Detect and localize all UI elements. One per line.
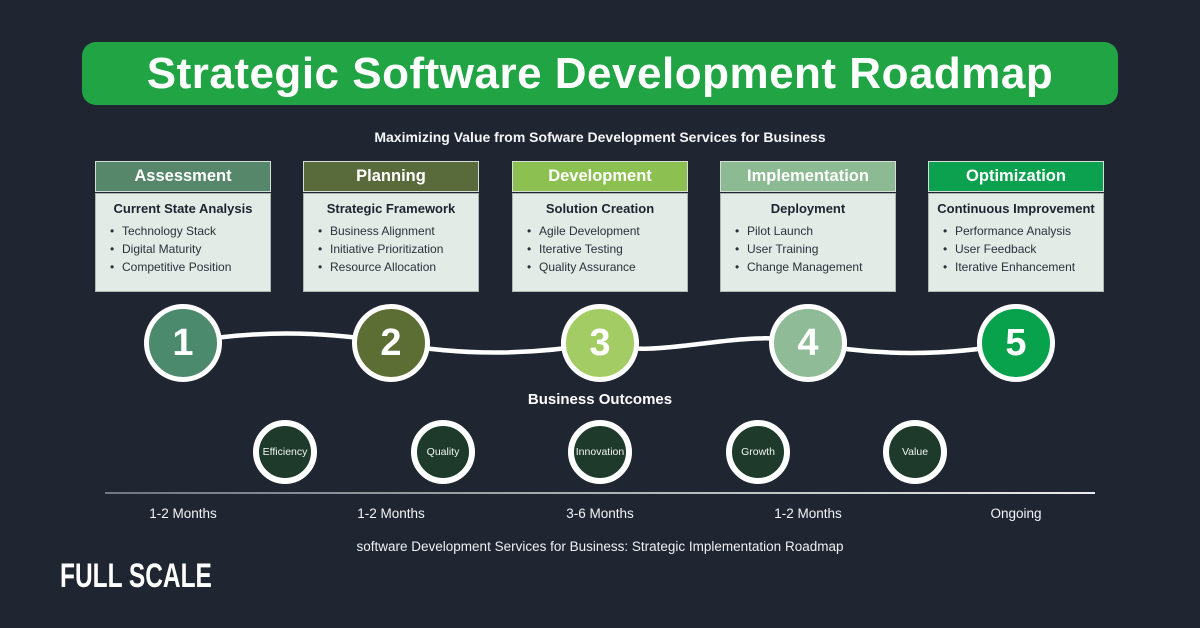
full-scale-logo: FULL SCALE — [60, 557, 212, 595]
timeline-axis — [105, 492, 1095, 494]
phase-name: Implementation — [747, 167, 869, 185]
bullet-item: Iterative Testing — [519, 240, 681, 258]
phase-name: Development — [548, 167, 652, 185]
phase-bullet-list: Pilot Launch User Training Change Manage… — [727, 222, 889, 276]
phase-header-assessment: Assessment — [95, 161, 271, 192]
bullet-item: Digital Maturity — [102, 240, 264, 258]
phase-bullet-list: Business Alignment Initiative Prioritiza… — [310, 222, 472, 276]
bullet-item: Business Alignment — [310, 222, 472, 240]
phase-bullet-list: Technology Stack Digital Maturity Compet… — [102, 222, 264, 276]
footer-caption: software Development Services for Busine… — [356, 539, 844, 554]
phase-header-development: Development — [512, 161, 688, 192]
bullet-item: Agile Development — [519, 222, 681, 240]
phase-subtitle: Strategic Framework — [326, 201, 456, 216]
step-circle-1: 1 — [144, 304, 222, 382]
step-circle-2: 2 — [352, 304, 430, 382]
phase-card-planning: Planning Strategic Framework Business Al… — [303, 161, 479, 292]
bullet-item: Quality Assurance — [519, 258, 681, 276]
bullet-item: User Training — [727, 240, 889, 258]
business-outcomes-label: Business Outcomes — [527, 391, 673, 408]
phase-body-development: Solution Creation Agile Development Iter… — [512, 193, 688, 292]
bullet-item: Performance Analysis — [935, 222, 1097, 240]
step-circle-4: 4 — [769, 304, 847, 382]
phase-subtitle: Deployment — [770, 201, 846, 216]
outcome-label: Value — [901, 446, 929, 458]
phase-body-assessment: Current State Analysis Technology Stack … — [95, 193, 271, 292]
phase-name: Assessment — [134, 167, 232, 185]
phase-card-development: Development Solution Creation Agile Deve… — [512, 161, 688, 292]
phase-header-optimization: Optimization — [928, 161, 1104, 192]
duration-planning: 1-2 Months — [357, 506, 425, 521]
duration-assessment: 1-2 Months — [149, 506, 217, 521]
phase-subtitle: Current State Analysis — [113, 201, 253, 216]
bullet-item: Resource Allocation — [310, 258, 472, 276]
phase-bullet-list: Agile Development Iterative Testing Qual… — [519, 222, 681, 276]
phase-name: Optimization — [966, 167, 1066, 185]
bullet-item: Initiative Prioritization — [310, 240, 472, 258]
step-circle-5: 5 — [977, 304, 1055, 382]
bullet-item: Iterative Enhancement — [935, 258, 1097, 276]
phase-subtitle: Continuous Improvement — [937, 201, 1095, 216]
outcome-label: Efficiency — [262, 446, 308, 458]
outcome-circle-innovation: Innovation — [568, 420, 632, 484]
outcome-circle-value: Value — [883, 420, 947, 484]
phase-card-implementation: Implementation Deployment Pilot Launch U… — [720, 161, 896, 292]
subtitle: Maximizing Value from Sofware Developmen… — [374, 129, 826, 145]
step-circle-3: 3 — [561, 304, 639, 382]
duration-development: 3-6 Months — [566, 506, 634, 521]
phase-subtitle: Solution Creation — [545, 201, 655, 216]
step-number: 4 — [797, 321, 819, 364]
page-title: Strategic Software Development Roadmap — [146, 48, 1054, 98]
step-number: 5 — [1005, 321, 1027, 364]
phase-card-assessment: Assessment Current State Analysis Techno… — [95, 161, 271, 292]
phase-card-optimization: Optimization Continuous Improvement Perf… — [928, 161, 1104, 292]
phase-header-planning: Planning — [303, 161, 479, 192]
phase-header-implementation: Implementation — [720, 161, 896, 192]
outcome-label: Growth — [741, 446, 775, 458]
step-number: 1 — [172, 321, 194, 364]
outcome-label: Quality — [426, 446, 460, 458]
bullet-item: Technology Stack — [102, 222, 264, 240]
phase-name: Planning — [356, 167, 426, 185]
title-banner: Strategic Software Development Roadmap — [82, 42, 1118, 105]
bullet-item: Change Management — [727, 258, 889, 276]
phase-body-planning: Strategic Framework Business Alignment I… — [303, 193, 479, 292]
outcome-label: Innovation — [575, 446, 625, 458]
duration-implementation: 1-2 Months — [774, 506, 842, 521]
outcome-circle-efficiency: Efficiency — [253, 420, 317, 484]
step-number: 2 — [380, 321, 402, 364]
outcome-circle-growth: Growth — [726, 420, 790, 484]
phase-body-optimization: Continuous Improvement Performance Analy… — [928, 193, 1104, 292]
step-number: 3 — [589, 321, 611, 364]
outcome-circle-quality: Quality — [411, 420, 475, 484]
bullet-item: Competitive Position — [102, 258, 264, 276]
duration-optimization: Ongoing — [990, 506, 1042, 521]
phase-body-implementation: Deployment Pilot Launch User Training Ch… — [720, 193, 896, 292]
bullet-item: User Feedback — [935, 240, 1097, 258]
phase-bullet-list: Performance Analysis User Feedback Itera… — [935, 222, 1097, 276]
bullet-item: Pilot Launch — [727, 222, 889, 240]
